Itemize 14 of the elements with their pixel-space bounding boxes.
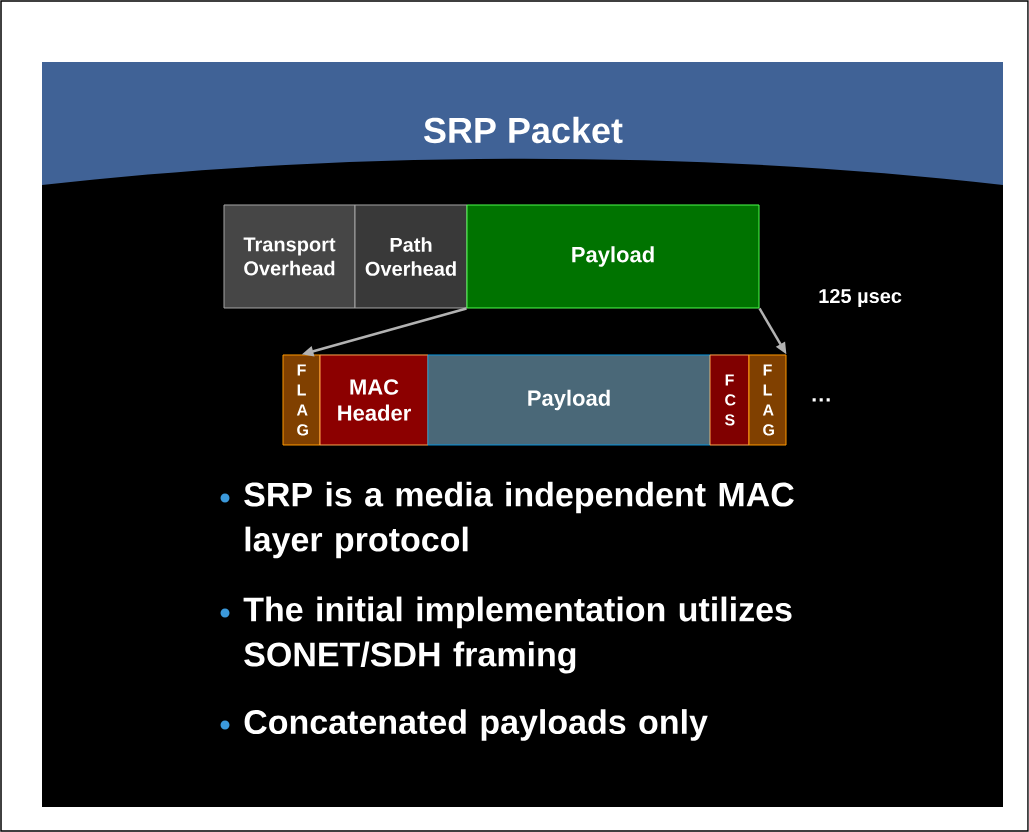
payload-box: Payload (466, 204, 760, 309)
bullet-text: Concatenated payloads only (244, 709, 708, 741)
duration-label: 125 µsec (819, 288, 902, 308)
header-field: MAC Header (319, 354, 429, 446)
overhead-box: Transport Overhead (223, 204, 356, 309)
flag-field: F L A G (748, 354, 787, 446)
bullet-text: The initial implementation utilizes SONET/SDH framing (243, 596, 792, 674)
fcs-field: F C S (709, 354, 750, 446)
ellipsis: … (812, 398, 830, 402)
overhead-box: Path Overhead (354, 204, 468, 309)
title: SRP Packet (424, 116, 623, 144)
bullet-text: SRP is a media independent MAC layer protocol (244, 481, 794, 559)
flag-field: F L A G (282, 354, 321, 446)
payload-field: Payload (427, 354, 711, 446)
